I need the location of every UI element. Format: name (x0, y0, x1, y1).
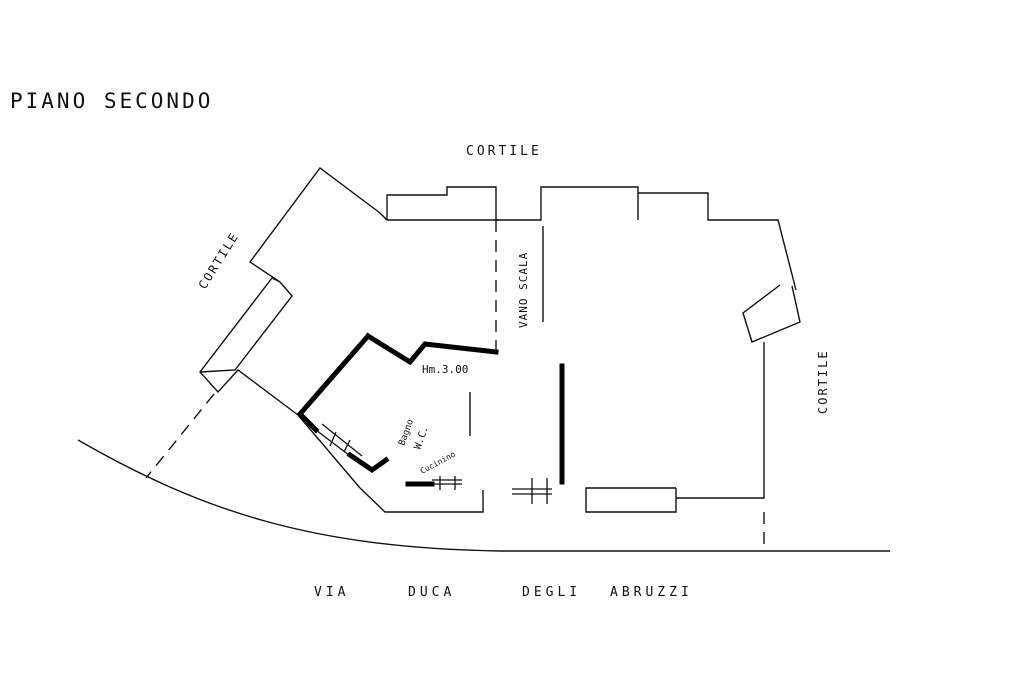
courtyard-top-notches (386, 186, 797, 291)
property-boundary-dashed (145, 393, 215, 479)
street-name-word-2: DUCA (408, 585, 455, 600)
plan-title: PIANO SECONDO (10, 89, 213, 113)
apartment-wall-left (296, 332, 372, 434)
front-balcony-left (359, 487, 484, 513)
window-marks (315, 423, 552, 504)
street-name-word-1: VIA (314, 585, 349, 600)
wc-label: W.C. (412, 425, 431, 451)
building-outline-left-wing (199, 167, 498, 416)
courtyard-label-left: CORTILE (196, 229, 242, 291)
building-outline-right-side (676, 342, 765, 499)
courtyard-label-right: CORTILE (816, 349, 830, 414)
courtyard-label-top: CORTILE (466, 144, 542, 159)
building-outline-left-bump (199, 281, 293, 373)
front-left-corner (297, 414, 361, 489)
street-edge-line (77, 439, 890, 552)
apartment-wall-top (364, 332, 499, 366)
street-name-word-4: ABRUZZI (610, 585, 693, 600)
ceiling-height-label: Hm.3.00 (422, 363, 468, 376)
kitchenette-label: Cucinino (419, 450, 457, 476)
street-name-word-3: DEGLI (522, 585, 581, 600)
apartment-wall-front (346, 451, 390, 474)
front-balcony-right (585, 487, 677, 513)
stairwell-label: VANO SCALA (517, 252, 530, 328)
right-balcony (742, 284, 801, 343)
